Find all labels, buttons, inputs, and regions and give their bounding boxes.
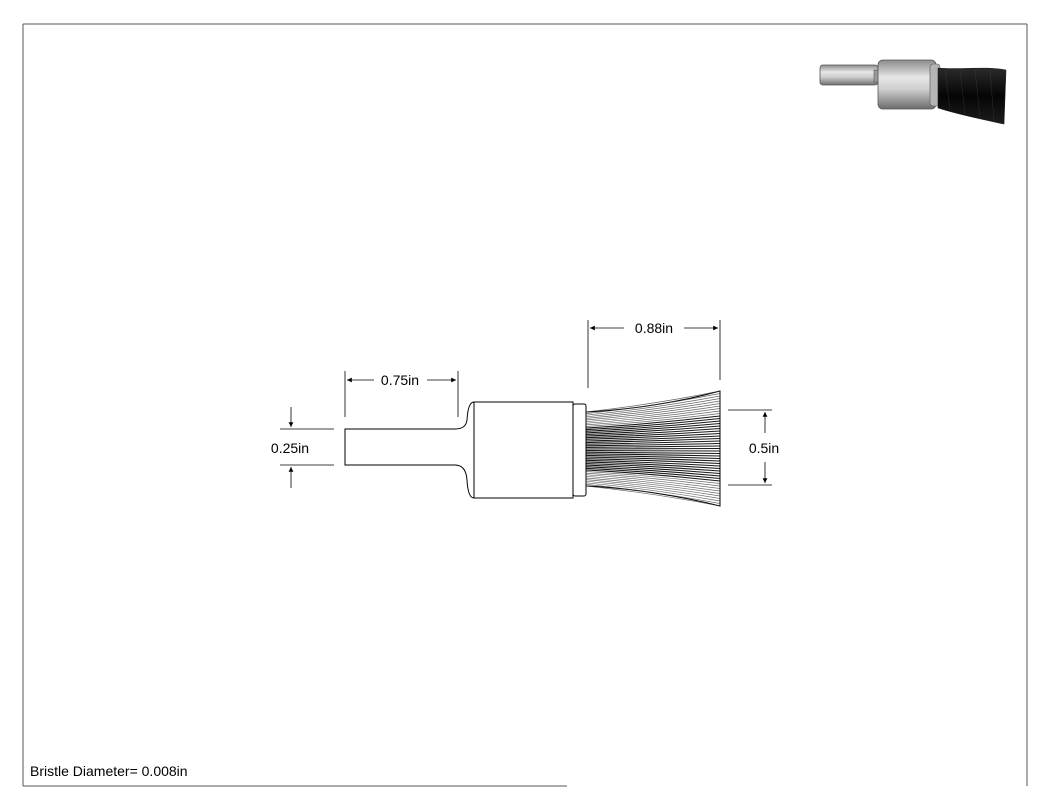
sheet-border: [22, 23, 1028, 787]
bristle-strand: [585, 475, 721, 492]
bristle-strand: [585, 451, 721, 455]
bristle-strand: [585, 440, 721, 445]
bristle-strand: [585, 447, 721, 450]
ferrule-body: [473, 401, 574, 499]
bristle-strand: [585, 453, 721, 457]
bristle-strand: [585, 474, 721, 489]
bristle-strand: [585, 408, 721, 424]
bristle-strand: [585, 479, 721, 497]
dimension-trim-length: 0.88in: [587, 320, 721, 388]
bristle-strand: [585, 417, 721, 431]
bristle-strand: [585, 464, 721, 475]
bristle-strand: [585, 485, 721, 507]
bristle-strand: [585, 480, 721, 499]
bristle-strand: [585, 484, 721, 504]
bristle-strand: [585, 456, 721, 462]
bristle-strand: [585, 437, 721, 444]
bristle-strand: [585, 400, 721, 419]
bristle-strand: [585, 458, 721, 465]
bristle-strand: [585, 393, 721, 414]
bristle-strand: [585, 466, 721, 477]
bristle-strand: [585, 422, 721, 434]
dimension-label-shank-length: 0.75in: [381, 372, 419, 388]
bristle-strand: [585, 442, 721, 447]
bristle-strand: [585, 410, 721, 426]
bristle-strand: [585, 462, 721, 472]
bristle-strand: [585, 467, 721, 480]
bristle-strand: [585, 425, 721, 436]
bristle-strand: [585, 432, 721, 440]
bristle-diameter-note: Bristle Diameter= 0.008in: [30, 763, 188, 779]
bristle-strand: [585, 390, 721, 413]
bristle-strand: [585, 461, 721, 470]
dimension-shank-diameter: 0.25in: [271, 407, 334, 488]
dimension-label-brush-diameter: 0.5in: [749, 440, 779, 456]
bristle-strand: [585, 482, 721, 502]
bristle-strand: [585, 472, 721, 487]
bristle-strand: [585, 469, 721, 482]
bristle-strand: [585, 427, 721, 437]
bristle-strand: [585, 405, 721, 423]
ferrule-lip: [572, 403, 587, 497]
bristle-strand: [585, 430, 721, 439]
bristle-strand: [585, 413, 721, 427]
brush-side-view: [344, 390, 721, 507]
bristle-strand: [585, 477, 721, 494]
dimension-shank-length: 0.75in: [344, 371, 459, 417]
bristle-strand: [585, 454, 721, 460]
bristle-strand: [585, 398, 721, 418]
bristle-strand: [585, 471, 721, 484]
bristle-strands: [585, 390, 721, 507]
bristle-strand: [585, 403, 721, 421]
bristle-strand: [585, 459, 721, 467]
isometric-brush-view: [819, 59, 1007, 125]
bristle-strand: [585, 435, 721, 442]
dimension-label-trim-length: 0.88in: [635, 320, 673, 336]
shank-outline: [344, 401, 475, 499]
bristle-strand: [585, 415, 721, 429]
dimension-label-shank-diameter: 0.25in: [271, 440, 309, 456]
dimension-brush-diameter: 0.5in: [728, 409, 779, 486]
bristle-strand: [585, 395, 721, 416]
bristle-strand: [585, 420, 721, 432]
bristle-strand: [585, 445, 721, 448]
